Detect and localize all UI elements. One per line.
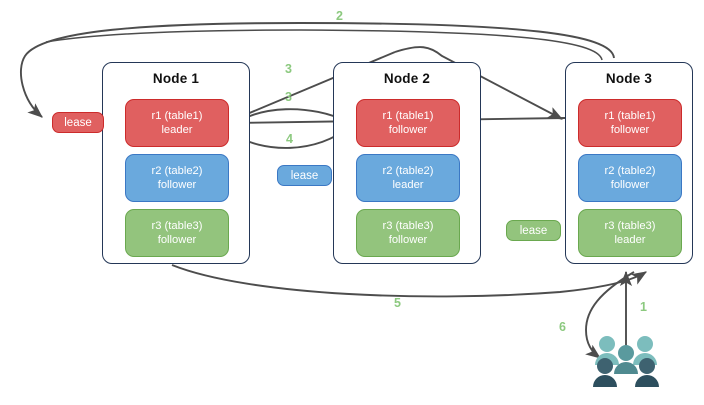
lease-badge-blue[interactable]: lease bbox=[277, 165, 332, 186]
replica-role: follower bbox=[610, 179, 650, 191]
node-1-replica-r1[interactable]: r1 (table1) leader bbox=[125, 99, 229, 147]
replica-name: r1 (table1) bbox=[151, 110, 203, 122]
node-box-2[interactable]: Node 2 r1 (table1) follower r2 (table2) … bbox=[333, 62, 481, 264]
replica-role: leader bbox=[392, 179, 424, 191]
replica-name: r2 (table2) bbox=[604, 165, 656, 177]
node-3-replica-r3[interactable]: r3 (table3) leader bbox=[578, 209, 682, 257]
replica-role: follower bbox=[388, 234, 428, 246]
users-group-icon bbox=[593, 336, 659, 387]
replica-role: follower bbox=[157, 234, 197, 246]
replica-role: leader bbox=[614, 234, 646, 246]
step-label-4: 4 bbox=[286, 132, 293, 146]
step-label-2: 2 bbox=[336, 9, 343, 23]
arrow-step-2-secondary bbox=[45, 29, 603, 61]
replica-name: r3 (table3) bbox=[382, 220, 434, 232]
node-2-replica-r3[interactable]: r3 (table3) follower bbox=[356, 209, 460, 257]
replica-role: follower bbox=[388, 124, 428, 136]
node-3-replica-r2[interactable]: r2 (table2) follower bbox=[578, 154, 682, 202]
node-2-replica-r2[interactable]: r2 (table2) leader bbox=[356, 154, 460, 202]
replica-name: r3 (table3) bbox=[604, 220, 656, 232]
lease-badge-green[interactable]: lease bbox=[506, 220, 561, 241]
node-2-title: Node 2 bbox=[383, 71, 431, 86]
node-1-replica-r3[interactable]: r3 (table3) follower bbox=[125, 209, 229, 257]
replica-name: r3 (table3) bbox=[151, 220, 203, 232]
step-label-3b: 3 bbox=[285, 90, 292, 104]
node-1-title: Node 1 bbox=[152, 71, 200, 86]
replica-name: r1 (table1) bbox=[382, 110, 434, 122]
replica-role: follower bbox=[157, 179, 197, 191]
replica-role: leader bbox=[161, 124, 193, 136]
node-2-replica-r1[interactable]: r1 (table1) follower bbox=[356, 99, 460, 147]
step-label-6: 6 bbox=[559, 320, 566, 334]
node-3-replica-r1[interactable]: r1 (table1) follower bbox=[578, 99, 682, 147]
step-label-3a: 3 bbox=[285, 62, 292, 76]
node-3-title: Node 3 bbox=[605, 71, 653, 86]
arrow-step-5 bbox=[171, 264, 647, 298]
replica-name: r2 (table2) bbox=[382, 165, 434, 177]
replica-name: r2 (table2) bbox=[151, 165, 203, 177]
step-label-1: 1 bbox=[640, 300, 647, 314]
lease-badge-red[interactable]: lease bbox=[52, 112, 104, 133]
step-label-5: 5 bbox=[394, 296, 401, 310]
replica-name: r1 (table1) bbox=[604, 110, 656, 122]
node-box-3[interactable]: Node 3 r1 (table1) follower r2 (table2) … bbox=[565, 62, 693, 264]
replica-role: follower bbox=[610, 124, 650, 136]
node-1-replica-r2[interactable]: r2 (table2) follower bbox=[125, 154, 229, 202]
node-box-1[interactable]: Node 1 r1 (table1) leader r2 (table2) fo… bbox=[102, 62, 250, 264]
